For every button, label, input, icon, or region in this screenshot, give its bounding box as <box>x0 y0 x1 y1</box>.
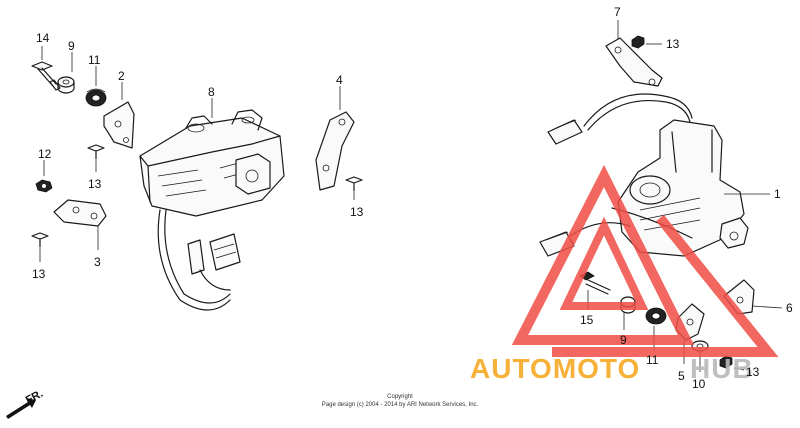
callout-10: 10 <box>692 377 706 391</box>
grommet-11-right[interactable] <box>645 307 667 350</box>
collar-9-right[interactable] <box>620 296 636 330</box>
callout-11-right: 11 <box>646 353 659 367</box>
callout-13-bottom-right: 13 <box>746 365 760 379</box>
grommet-11-left[interactable] <box>85 66 107 107</box>
callout-13-left-upper: 13 <box>88 177 102 191</box>
collar-9-left[interactable] <box>57 52 75 94</box>
callout-4: 4 <box>336 73 343 87</box>
callout-13-center: 13 <box>350 205 364 219</box>
bolt-13-top-right[interactable] <box>631 35 662 49</box>
callout-11-left: 11 <box>88 53 101 67</box>
copyright-title: Copyright <box>387 394 413 400</box>
callout-15: 15 <box>580 313 594 327</box>
callout-5: 5 <box>678 369 685 383</box>
actuator-assembly-1[interactable] <box>539 93 770 257</box>
front-direction-label: FR. <box>24 388 45 407</box>
callout-13-top-right: 13 <box>666 37 680 51</box>
bolt-13-left-lower[interactable] <box>31 232 49 262</box>
callout-3: 3 <box>94 255 101 269</box>
callout-9-left: 9 <box>68 39 75 53</box>
watermark-logo <box>511 164 779 357</box>
callout-6: 6 <box>786 301 793 315</box>
callout-7: 7 <box>614 5 621 19</box>
bracket-4[interactable] <box>315 86 355 191</box>
bracket-2[interactable] <box>103 82 135 149</box>
callout-14: 14 <box>36 31 50 45</box>
copyright-line: Page design (c) 2004 - 2014 by ARI Netwo… <box>322 402 479 408</box>
bolt-14[interactable] <box>31 46 61 91</box>
bolt-13-left-upper[interactable] <box>87 144 105 172</box>
callout-2: 2 <box>118 69 125 83</box>
front-direction-arrow-icon <box>6 398 36 419</box>
callout-12: 12 <box>38 147 52 161</box>
bracket-7[interactable] <box>605 20 663 87</box>
actuator-assembly-8[interactable] <box>139 98 285 311</box>
bolt-12[interactable] <box>35 160 53 193</box>
bolt-13-center[interactable] <box>345 176 363 200</box>
callout-1: 1 <box>774 187 781 201</box>
watermark-text-orange: AUTOMOTO <box>470 353 640 384</box>
callout-13-left-lower: 13 <box>32 267 46 281</box>
bracket-3[interactable] <box>53 199 107 250</box>
callout-9-right: 9 <box>620 333 627 347</box>
callout-8: 8 <box>208 85 215 99</box>
watermark-text-gray: HUB <box>690 353 754 384</box>
